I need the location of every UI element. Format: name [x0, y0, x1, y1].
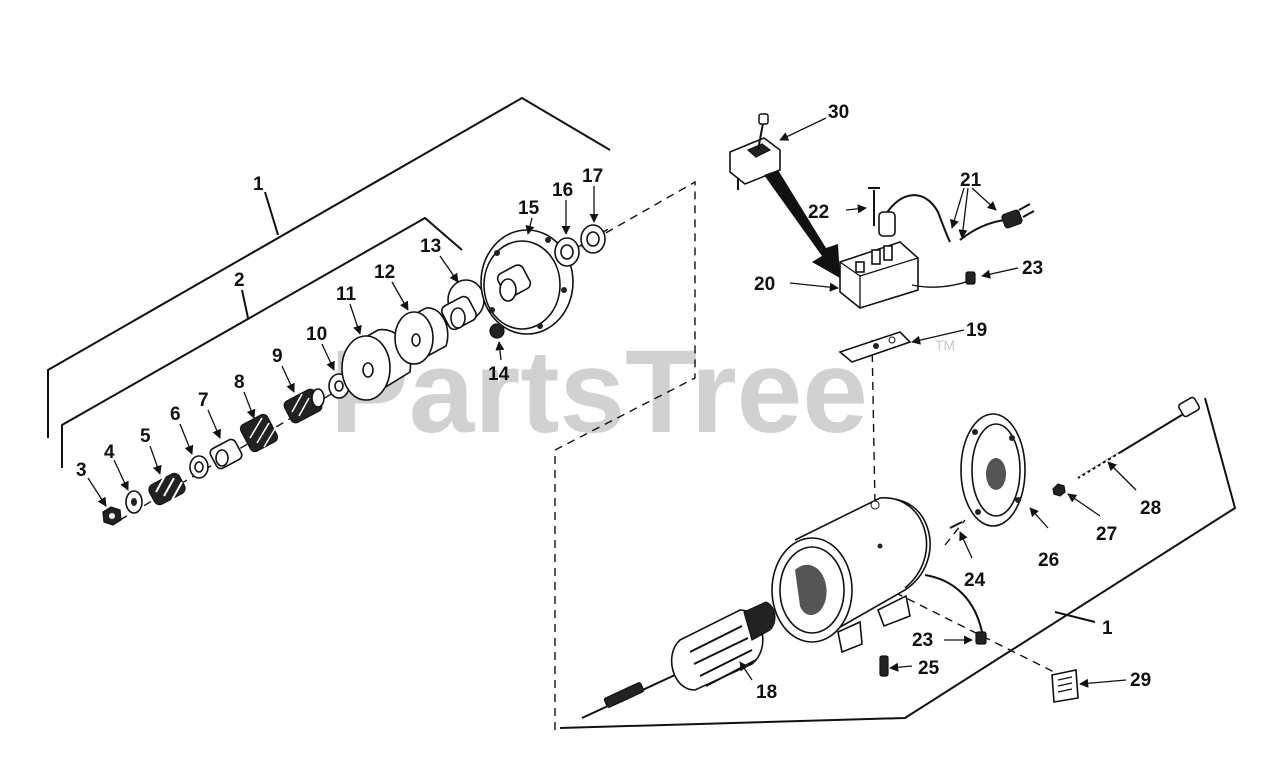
bracket-assembly-1: [47, 96, 611, 438]
part-28-through-bolt: [1077, 396, 1200, 479]
part-19-mounting-plate: [838, 331, 912, 363]
part-30-toggle-switch: [729, 113, 781, 190]
part-27-nut: [1052, 483, 1066, 497]
part-20-switch-box: [839, 241, 973, 309]
callout-17: 17: [582, 166, 603, 187]
callout-10: 10: [306, 324, 327, 345]
callout-23-lower: 23: [912, 630, 933, 651]
callout-3: 3: [76, 460, 87, 481]
leader-lines: [87, 117, 1137, 688]
part-8-pinion-gear: [239, 413, 279, 453]
callout-8: 8: [234, 372, 245, 393]
callout-26: 26: [1038, 550, 1059, 571]
callout-7: 7: [198, 390, 209, 411]
callout-18: 18: [756, 682, 777, 703]
callout-21: 21: [960, 170, 982, 191]
part-12-disc: [394, 307, 449, 365]
callout-22: 22: [808, 202, 829, 223]
part-7-sleeve: [209, 438, 243, 470]
callout-23: 23: [1022, 258, 1043, 279]
callout-25: 25: [918, 658, 940, 679]
part-26-end-plate: [960, 413, 1026, 527]
callout-24: 24: [964, 570, 986, 591]
callout-28: 28: [1140, 498, 1161, 519]
part-14-nut: [489, 323, 505, 339]
callout-5: 5: [140, 426, 151, 447]
callout-1-right: 1: [1102, 618, 1113, 639]
part-18-armature: [581, 601, 776, 719]
callout-6: 6: [170, 404, 181, 425]
callout-15: 15: [518, 198, 540, 219]
part-13-bushing: [440, 279, 485, 331]
callout-13: 13: [420, 236, 441, 257]
callout-16: 16: [552, 180, 573, 201]
callout-2: 2: [234, 270, 245, 291]
callout-4: 4: [104, 442, 115, 463]
part-9-screw-shaft: [283, 388, 325, 424]
part-25-screw: [879, 655, 889, 677]
callout-27: 27: [1096, 524, 1117, 545]
callout-9: 9: [272, 346, 283, 367]
part-15-end-plate: [480, 229, 574, 335]
callout-19: 19: [966, 320, 987, 341]
part-16-washer: [554, 237, 580, 267]
callout-20: 20: [754, 274, 775, 295]
part-6-washer: [189, 455, 209, 479]
callout-11: 11: [336, 284, 357, 305]
bracket-assembly-1-right: [559, 397, 1237, 729]
watermark-trademark: TM: [935, 337, 955, 353]
part-22-screw: [868, 187, 880, 226]
part-21-power-cord: [878, 194, 1035, 243]
switch-insert-arrow: [764, 170, 840, 278]
part-23-terminal: [975, 631, 987, 645]
callout-29: 29: [1130, 670, 1151, 691]
part-24-brush: [949, 521, 963, 529]
part-3-nut: [102, 506, 122, 526]
part-23-connector: [965, 271, 976, 285]
callout-12: 12: [374, 262, 395, 283]
callout-1: 1: [253, 174, 264, 195]
part-17-washer: [580, 224, 606, 254]
part-5-spring: [148, 472, 186, 506]
callouts: 1 2 3 4 5 6 7 8 9 10 11 12 13 14 15 16 1…: [76, 102, 1161, 703]
part-29-label: [1051, 669, 1079, 703]
part-4-washer: [125, 490, 143, 514]
bracket-subassembly-2: [61, 216, 463, 468]
callout-30: 30: [828, 102, 849, 123]
part-motor-housing: [771, 497, 983, 654]
callout-14: 14: [488, 364, 510, 385]
